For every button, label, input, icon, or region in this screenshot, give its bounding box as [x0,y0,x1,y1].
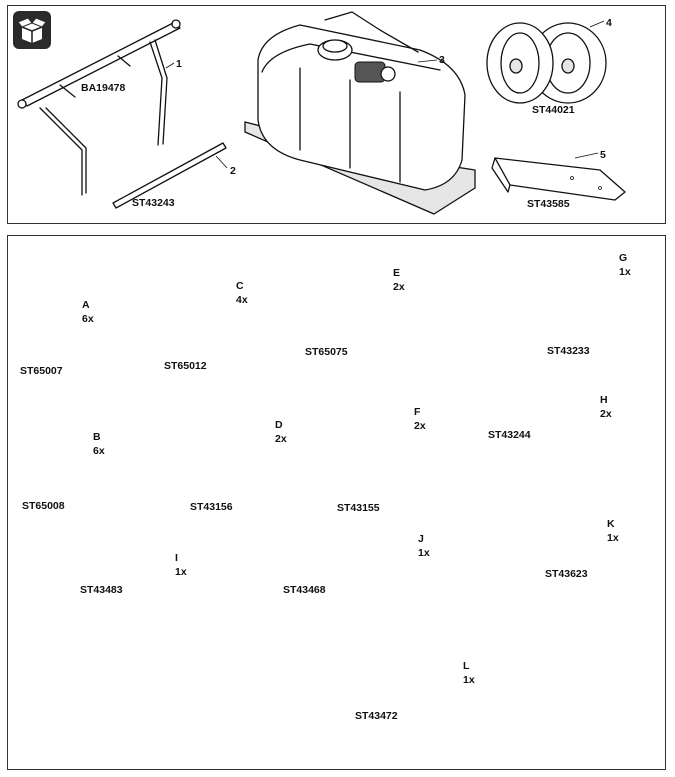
open-box-icon [13,11,51,49]
letter-e: E [393,267,401,279]
qty-c: 4x [236,294,248,306]
letter-g: G [619,252,628,264]
qty-f: 2x [414,420,426,432]
callout-2: 2 [230,165,236,177]
part-number-h: ST43244 [488,429,531,441]
part-number-l: ST43472 [355,710,398,722]
part-number-j: ST43468 [283,584,326,596]
boom-frame-drawing [17,19,181,196]
part-number-a: ST65007 [20,365,63,377]
qty-g: 1x [619,266,631,278]
letter-d: D [275,419,283,431]
letter-a: A [82,299,90,311]
part-number-1: BA19478 [81,82,126,94]
part-number-i: ST43483 [80,584,123,596]
tank-drawing [244,11,476,215]
qty-l: 1x [463,674,475,686]
wheels-drawing [486,22,607,104]
qty-e: 2x [393,281,405,293]
callout-3: 3 [439,54,445,66]
hardware-panel [7,235,666,770]
part-number-b: ST65008 [22,500,65,512]
letter-l: L [463,660,470,672]
qty-k: 1x [607,532,619,544]
qty-b: 6x [93,445,105,457]
qty-d: 2x [275,433,287,445]
part-number-5: ST43585 [527,198,570,210]
callout-4: 4 [606,17,612,29]
letter-c: C [236,280,244,292]
part-number-c: ST65012 [164,360,207,372]
letter-b: B [93,431,101,443]
letter-h: H [600,394,608,406]
letter-j: J [418,533,424,545]
qty-i: 1x [175,566,187,578]
letter-f: F [414,406,421,418]
part-number-k: ST43623 [545,568,588,580]
part-number-e: ST65075 [305,346,348,358]
part-number-d: ST43156 [190,501,233,513]
qty-j: 1x [418,547,430,559]
qty-a: 6x [82,313,94,325]
part-number-f: ST43155 [337,502,380,514]
letter-k: K [607,518,615,530]
part-number-g: ST43233 [547,345,590,357]
callout-1: 1 [176,58,182,70]
part-number-4: ST44021 [532,104,575,116]
mount-plate-drawing [491,157,626,201]
callout-5: 5 [600,149,606,161]
rod-drawing [112,142,227,209]
qty-h: 2x [600,408,612,420]
letter-i: I [175,552,178,564]
part-number-2: ST43243 [132,197,175,209]
